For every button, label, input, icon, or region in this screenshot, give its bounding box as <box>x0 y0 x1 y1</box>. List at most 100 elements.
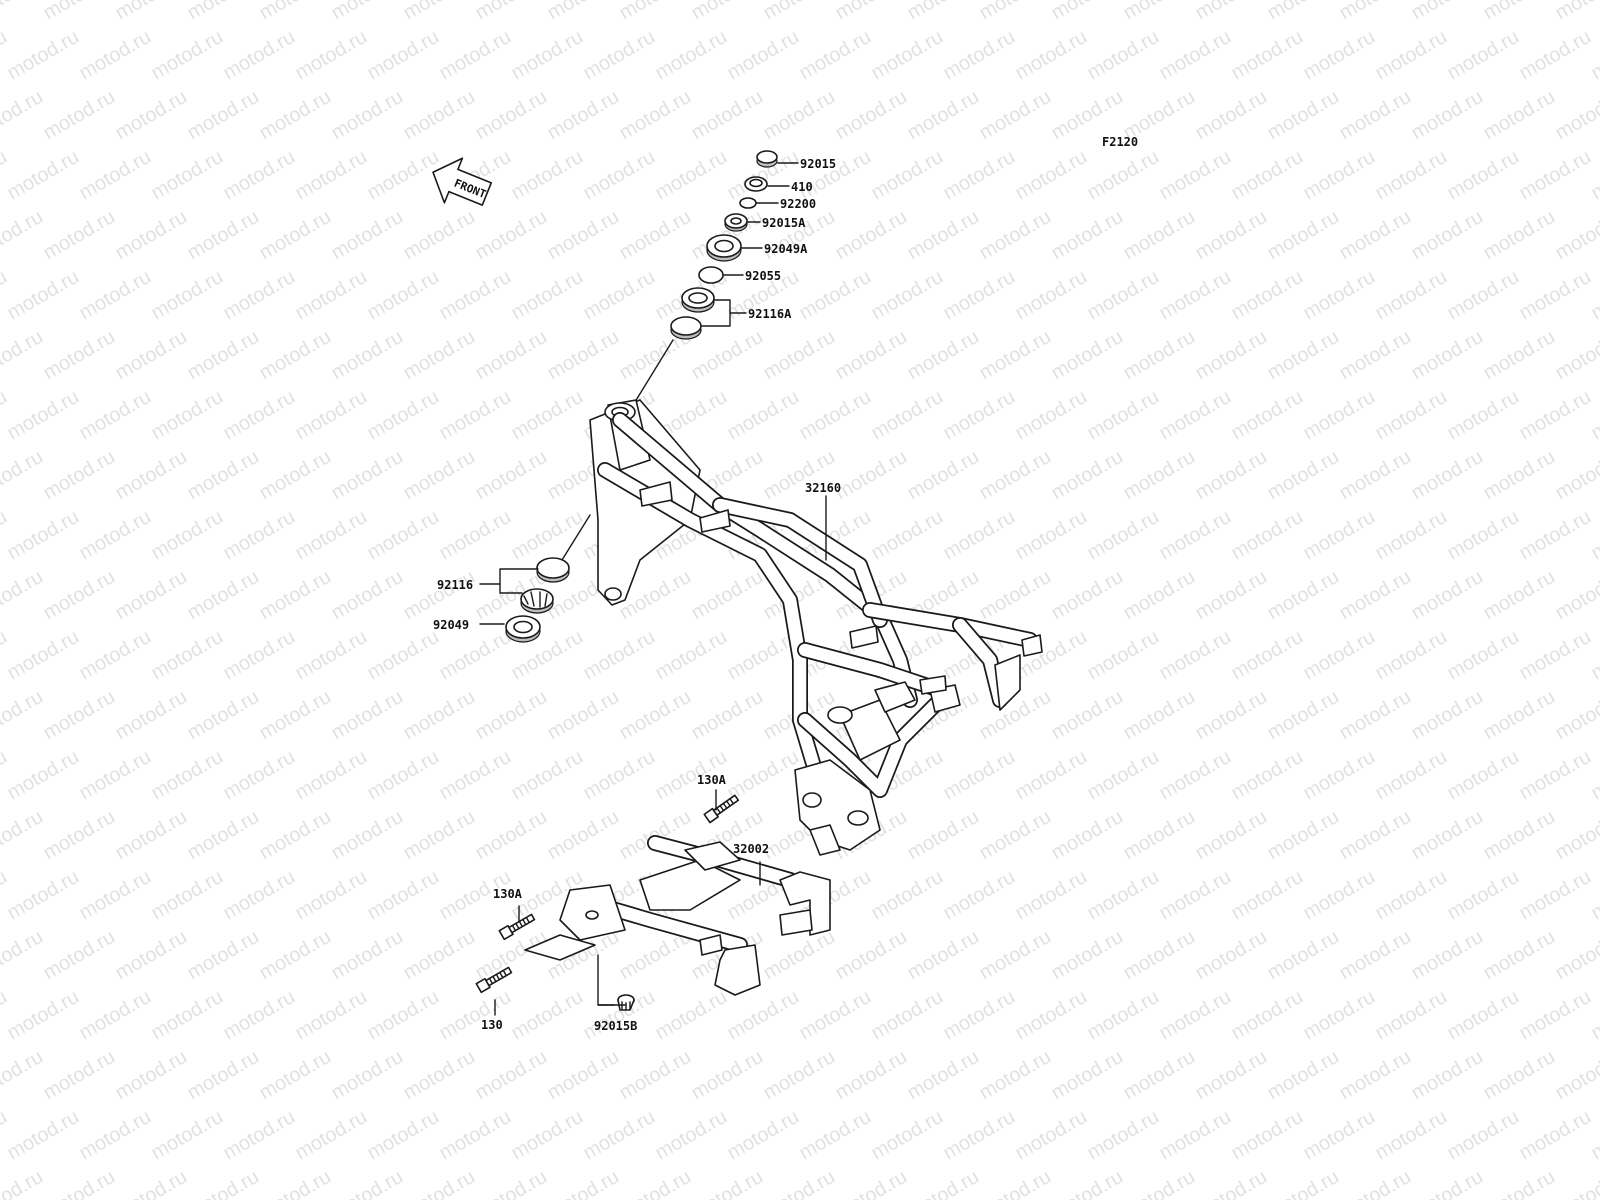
watermark-text: motod.ru <box>472 806 551 865</box>
watermark-text: motod.ru <box>1552 686 1600 745</box>
watermark-text: motod.ru <box>472 326 551 385</box>
watermark-text: motod.ru <box>436 986 515 1045</box>
watermark-text: motod.ru <box>1300 866 1379 925</box>
watermark-text: motod.ru <box>1516 26 1595 85</box>
watermark-text: motod.ru <box>1444 266 1523 325</box>
watermark-text: motod.ru <box>256 0 335 24</box>
watermark-text: motod.ru <box>1552 206 1600 265</box>
watermark-text: motod.ru <box>1480 566 1559 625</box>
watermark-text: motod.ru <box>1120 1166 1199 1200</box>
watermark-text: motod.ru <box>1228 266 1307 325</box>
watermark-text: motod.ru <box>1228 26 1307 85</box>
label-92049A: 92049A <box>764 242 808 256</box>
watermark-text: motod.ru <box>1588 386 1600 445</box>
watermark-text: motod.ru <box>940 986 1019 1045</box>
watermark-text: motod.ru <box>184 926 263 985</box>
watermark-text: motod.ru <box>472 686 551 745</box>
watermark-text: motod.ru <box>4 266 83 325</box>
watermark-text: motod.ru <box>1516 986 1595 1045</box>
watermark-text: motod.ru <box>148 266 227 325</box>
watermark-text: motod.ru <box>760 1046 839 1105</box>
watermark-text: motod.ru <box>652 146 731 205</box>
watermark-text: motod.ru <box>400 0 479 24</box>
watermark-text: motod.ru <box>1480 326 1559 385</box>
diagram-code: F2120 <box>1102 135 1138 149</box>
watermark-text: motod.ru <box>0 926 47 985</box>
watermark-text: motod.ru <box>1228 626 1307 685</box>
watermark-text: motod.ru <box>976 326 1055 385</box>
watermark-text: motod.ru <box>0 1166 47 1200</box>
watermark-text: motod.ru <box>1264 206 1343 265</box>
leader-lines-lower-bearing <box>479 514 591 625</box>
watermark-text: motod.ru <box>76 1106 155 1165</box>
watermark-text: motod.ru <box>868 26 947 85</box>
watermark-text: motod.ru <box>1156 626 1235 685</box>
watermark-text: motod.ru <box>1552 926 1600 985</box>
bolt-130-icon <box>475 966 513 994</box>
watermark-text: motod.ru <box>1408 806 1487 865</box>
watermark-text: motod.ru <box>364 986 443 1045</box>
watermark-text: motod.ru <box>220 506 299 565</box>
watermark-text: motod.ru <box>688 686 767 745</box>
watermark-text: motod.ru <box>76 506 155 565</box>
watermark-text: motod.ru <box>868 266 947 325</box>
watermark-text: motod.ru <box>292 506 371 565</box>
watermark-text: motod.ru <box>544 1166 623 1200</box>
watermark-text: motod.ru <box>76 986 155 1045</box>
watermark-text: motod.ru <box>364 626 443 685</box>
watermark-text: motod.ru <box>364 26 443 85</box>
o-ring-92055-icon <box>698 266 724 284</box>
watermark-text: motod.ru <box>4 866 83 925</box>
watermark-text: motod.ru <box>1480 86 1559 145</box>
watermark-text: motod.ru <box>940 746 1019 805</box>
watermark-text: motod.ru <box>868 1106 947 1165</box>
watermark-text: motod.ru <box>0 86 47 145</box>
watermark-text: motod.ru <box>616 1046 695 1105</box>
watermark-text: motod.ru <box>1336 1046 1415 1105</box>
watermark-text: motod.ru <box>436 1106 515 1165</box>
watermark-text: motod.ru <box>1516 1106 1595 1165</box>
watermark-text: motod.ru <box>1336 1166 1415 1200</box>
watermark-text: motod.ru <box>436 26 515 85</box>
locknut-92015A-icon <box>724 213 748 232</box>
watermark-text: motod.ru <box>1192 806 1271 865</box>
watermark-text: motod.ru <box>292 26 371 85</box>
washer-92200-icon <box>739 197 757 209</box>
watermark-text: motod.ru <box>1192 1046 1271 1105</box>
watermark-text: motod.ru <box>1444 506 1523 565</box>
washer-410-icon <box>744 176 768 192</box>
watermark-text: motod.ru <box>1552 1046 1600 1105</box>
watermark-text: motod.ru <box>796 266 875 325</box>
watermark-text: motod.ru <box>1444 386 1523 445</box>
watermark-text: motod.ru <box>112 206 191 265</box>
watermark-text: motod.ru <box>1372 1106 1451 1165</box>
watermark-text: motod.ru <box>220 266 299 325</box>
watermark-text: motod.ru <box>1588 266 1600 325</box>
watermark-text: motod.ru <box>328 806 407 865</box>
watermark-text: motod.ru <box>256 206 335 265</box>
watermark-text: motod.ru <box>364 146 443 205</box>
watermark-text: motod.ru <box>544 806 623 865</box>
watermark-text: motod.ru <box>976 0 1055 24</box>
watermark-text: motod.ru <box>364 506 443 565</box>
watermark-text: motod.ru <box>1588 986 1600 1045</box>
watermark-text: motod.ru <box>0 686 47 745</box>
watermark-text: motod.ru <box>1408 326 1487 385</box>
watermark-text: motod.ru <box>1372 26 1451 85</box>
watermark-text: motod.ru <box>184 1046 263 1105</box>
watermark-text: motod.ru <box>184 566 263 625</box>
watermark-text: motod.ru <box>256 86 335 145</box>
watermark-text: motod.ru <box>832 1166 911 1200</box>
watermark-text: motod.ru <box>220 146 299 205</box>
watermark-text: motod.ru <box>40 86 119 145</box>
watermark-text: motod.ru <box>112 686 191 745</box>
watermark-text: motod.ru <box>1012 746 1091 805</box>
watermark-text: motod.ru <box>1264 686 1343 745</box>
watermark-text: motod.ru <box>1300 26 1379 85</box>
watermark-text: motod.ru <box>436 626 515 685</box>
watermark-text: motod.ru <box>220 626 299 685</box>
watermark-text: motod.ru <box>1084 746 1163 805</box>
watermark-text: motod.ru <box>940 146 1019 205</box>
